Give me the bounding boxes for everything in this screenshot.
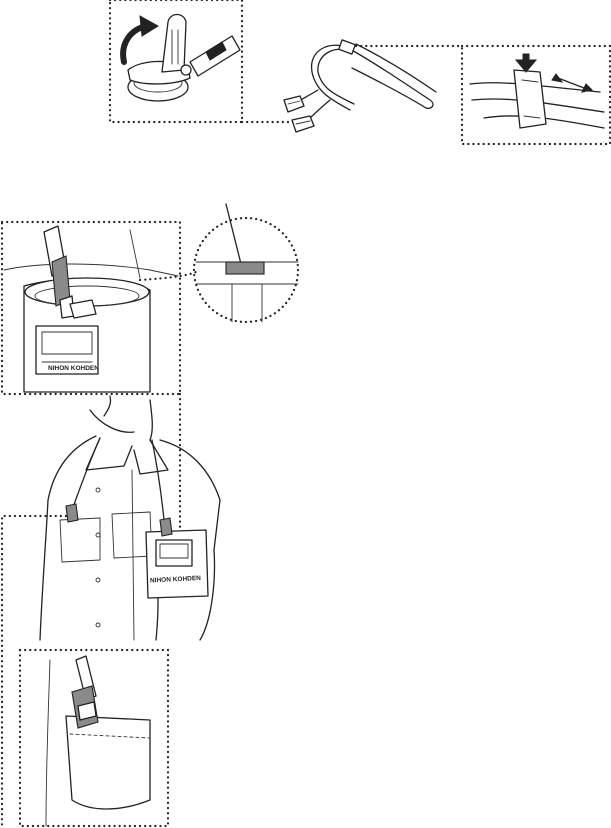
holder-top-closeup-panel: NIHON KOHDEN xyxy=(2,222,180,394)
connector-dotted-line xyxy=(140,272,196,280)
wearer-upper-body: NIHON KOHDEN xyxy=(40,396,220,640)
connector-dotted-line xyxy=(2,516,66,828)
down-arrow-icon xyxy=(516,54,536,72)
leader-line xyxy=(226,204,242,268)
device-brand-logo: NIHON KOHDEN xyxy=(48,365,99,372)
lead-wire-strap xyxy=(284,40,436,132)
clip-open-panel xyxy=(110,0,242,122)
highlighted-label xyxy=(226,262,264,274)
label-magnifier-panel xyxy=(194,204,298,322)
curved-arrow-icon xyxy=(123,16,158,62)
pocket-panel-dotted-frame xyxy=(20,650,168,826)
pocket-clip-closeup-panel xyxy=(20,650,168,826)
slider-adjust-panel xyxy=(462,46,610,144)
